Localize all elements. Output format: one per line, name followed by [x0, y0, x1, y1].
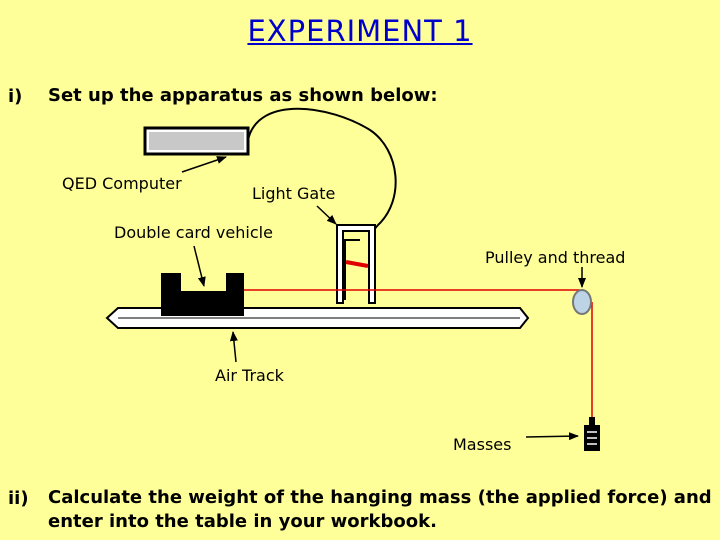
vehicle-arrow [193, 245, 206, 287]
computer-arrow [181, 156, 227, 173]
label-light-gate: Light Gate [252, 184, 336, 203]
air-track-arrow [229, 331, 238, 363]
step-2-text: Calculate the weight of the hanging mass… [48, 487, 712, 532]
step-2-number: ii) [8, 488, 29, 509]
pulley [572, 289, 592, 315]
label-double-card-vehicle: Double card vehicle [114, 223, 273, 242]
light-gate [336, 224, 376, 304]
qed-computer [143, 126, 250, 156]
label-pulley-and-thread: Pulley and thread [485, 248, 626, 267]
label-qed-computer: QED Computer [62, 174, 182, 193]
masses-arrow [525, 432, 579, 441]
light-gate-arrow [316, 205, 337, 225]
step-1-text: Set up the apparatus as shown below: [48, 85, 438, 106]
step-1-number: i) [8, 86, 23, 107]
masses [584, 417, 600, 451]
label-masses: Masses [453, 435, 512, 454]
label-air-track: Air Track [215, 366, 284, 385]
page-title: EXPERIMENT 1 [247, 14, 473, 48]
double-card-vehicle [161, 273, 244, 316]
